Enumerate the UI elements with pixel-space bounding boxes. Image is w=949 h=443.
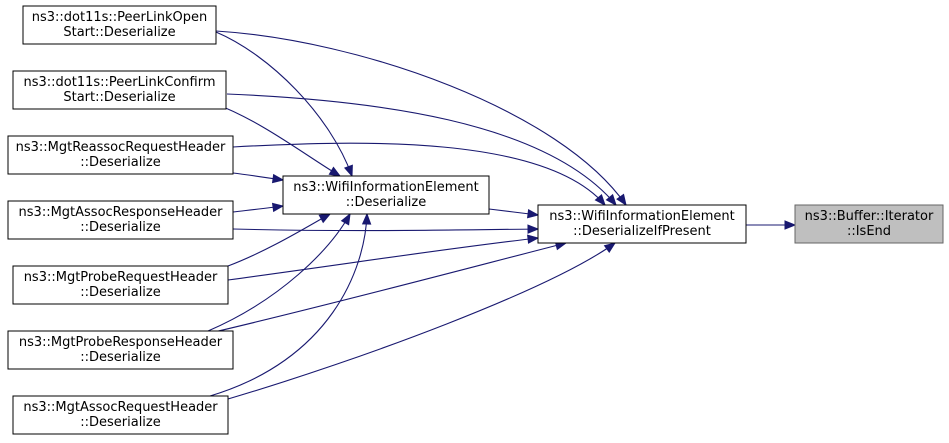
node-wifiinformationelement-deserializeifpresent[interactable]: ns3::WifiInformationElement::Deserialize… [537,204,747,244]
edge-line [226,93,617,206]
edge-proberesp-to-wifiiepresent [209,241,568,334]
node-box[interactable] [12,265,229,305]
node-label-line-1: ns3::WifiInformationElement [293,180,479,195]
node-label-line-2: ::Deserialize [80,415,161,430]
node-label-line-2: Start::Deserialize [63,25,175,40]
node-box[interactable] [537,204,747,244]
arrowhead [318,213,332,224]
edge-line [215,31,353,177]
node-box[interactable] [22,5,217,45]
node-box[interactable] [794,204,944,244]
node-box[interactable] [7,135,234,175]
arrowhead [271,173,285,184]
node-mgtassocrequestheader[interactable]: ns3::MgtAssocRequestHeader::Deserialize [12,395,229,435]
node-label-line-1: ns3::MgtAssocResponseHeader [19,205,224,220]
arrowhead [594,193,606,207]
arrowhead [527,224,540,234]
nodes-layer: ns3::dot11s::PeerLinkOpenStart::Deserial… [7,5,944,435]
node-label-line-2: ::Deserialize [80,155,161,170]
edge-line [207,213,351,332]
node-mgtproberesponseheader[interactable]: ns3::MgtProbeResponseHeader::Deserialize [7,330,234,370]
edge-line [232,228,539,232]
node-wifiinformationelement-deserialize[interactable]: ns3::WifiInformationElement::Deserialize [282,175,490,215]
edge-reassocreq-to-wifiie [232,172,285,184]
node-label-line-2: ::IsEnd [847,224,891,239]
edge-line [209,242,567,334]
edge-wifiie-to-wifiiepresent [488,208,540,219]
node-label-line-1: ns3::dot11s::PeerLinkConfirm [24,75,216,90]
arrowhead [340,212,351,226]
arrowhead [603,242,617,253]
node-label-line-1: ns3::MgtAssocRequestHeader [23,400,218,415]
edge-assocresp-to-wifiie [232,202,285,213]
arrowhead [526,208,540,219]
arrowhead [343,164,353,178]
edge-line [227,242,616,400]
node-label-line-2: ::Deserialize [80,350,161,365]
node-label-line-2: Start::Deserialize [63,90,175,105]
arrowhead [616,193,627,207]
edge-line [209,213,368,397]
arrowhead [328,166,342,177]
arrowhead [784,220,797,230]
node-label-line-1: ns3::MgtProbeRequestHeader [24,270,218,285]
edge-wifiiepresent-to-isend [745,220,797,230]
arrowhead [605,193,617,207]
node-box[interactable] [7,330,234,370]
edge-peerlinkopen-to-wifiiepresent [215,30,627,207]
edge-peerlinkconfirm-to-wifiiepresent [226,93,617,207]
node-label-line-1: ns3::Buffer::Iterator [805,209,934,224]
edge-assocreq-to-wifiiepresent [227,242,617,400]
node-label-line-2: ::Deserialize [346,195,427,210]
arrowhead [527,234,540,244]
arrowhead [361,212,372,225]
edge-line [227,213,331,267]
node-mgtproberequestheader[interactable]: ns3::MgtProbeRequestHeader::Deserialize [12,265,229,305]
node-label-line-2: ::Deserialize [80,285,161,300]
edge-proberesp-to-wifiie [207,212,351,332]
node-label-line-2: ::Deserialize [80,220,161,235]
node-label-line-1: ns3::dot11s::PeerLinkOpen [32,10,207,25]
edge-probereq-to-wifiiepresent [227,234,540,281]
arrowhead [271,202,285,213]
node-box[interactable] [12,70,227,110]
edge-line [215,30,627,206]
edges-layer [207,30,797,400]
edge-assocresp-to-wifiiepresent [232,224,540,234]
edge-reassocreq-to-wifiiepresent [232,142,606,207]
node-label-line-2: ::DeserializeIfPresent [573,224,711,239]
node-mgtassocresponseheader[interactable]: ns3::MgtAssocResponseHeader::Deserialize [7,200,234,240]
node-label-line-1: ns3::WifiInformationElement [549,209,735,224]
node-box[interactable] [7,200,234,240]
node-box[interactable] [12,395,229,435]
edge-peerlinkconfirm-to-wifiie [212,102,342,177]
node-mgtreassocrequestheader[interactable]: ns3::MgtReassocRequestHeader::Deserializ… [7,135,234,175]
edge-line [227,237,539,281]
edge-probereq-to-wifiie [227,213,332,267]
node-peerlinkopen[interactable]: ns3::dot11s::PeerLinkOpenStart::Deserial… [22,5,217,45]
node-buffer-iterator-isend[interactable]: ns3::Buffer::Iterator::IsEnd [794,204,944,244]
node-box[interactable] [282,175,490,215]
node-peerlinkconfirm[interactable]: ns3::dot11s::PeerLinkConfirmStart::Deser… [12,70,227,110]
edge-assocreq-to-wifiie [209,212,372,397]
node-label-line-1: ns3::MgtReassocRequestHeader [16,140,226,155]
edge-line [212,102,341,177]
edge-peerlinkopen-to-wifiie [215,31,353,178]
node-label-line-1: ns3::MgtProbeResponseHeader [19,335,223,350]
edge-line [232,142,606,206]
